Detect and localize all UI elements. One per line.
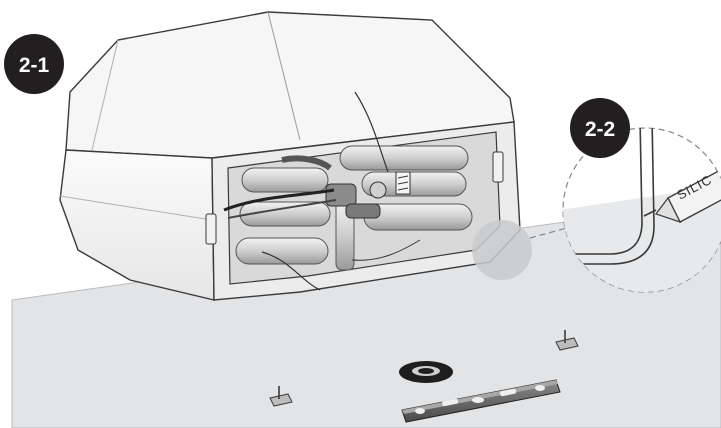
floor-bracket-right — [555, 330, 579, 351]
step-badge-icon: 2-1 — [4, 34, 64, 94]
detail-origin-highlight — [472, 220, 532, 280]
detail-connector-line — [529, 225, 575, 239]
spirit-level-icon — [401, 379, 561, 423]
detail-callout: SILIC — [562, 127, 721, 293]
step-badge-2-1 — [4, 34, 64, 94]
handle-right — [492, 151, 504, 183]
step-badge-2-2 — [570, 98, 630, 158]
step-label-2-1: 2-1 — [19, 54, 50, 77]
heater-pipes — [223, 91, 473, 291]
step-label-2-2: 2-2 — [585, 118, 615, 141]
floor-bracket-left — [269, 386, 293, 407]
step-badge-icon: 2-2 — [570, 98, 630, 158]
handle-left — [205, 213, 217, 245]
drain-hole-icon — [399, 361, 453, 383]
